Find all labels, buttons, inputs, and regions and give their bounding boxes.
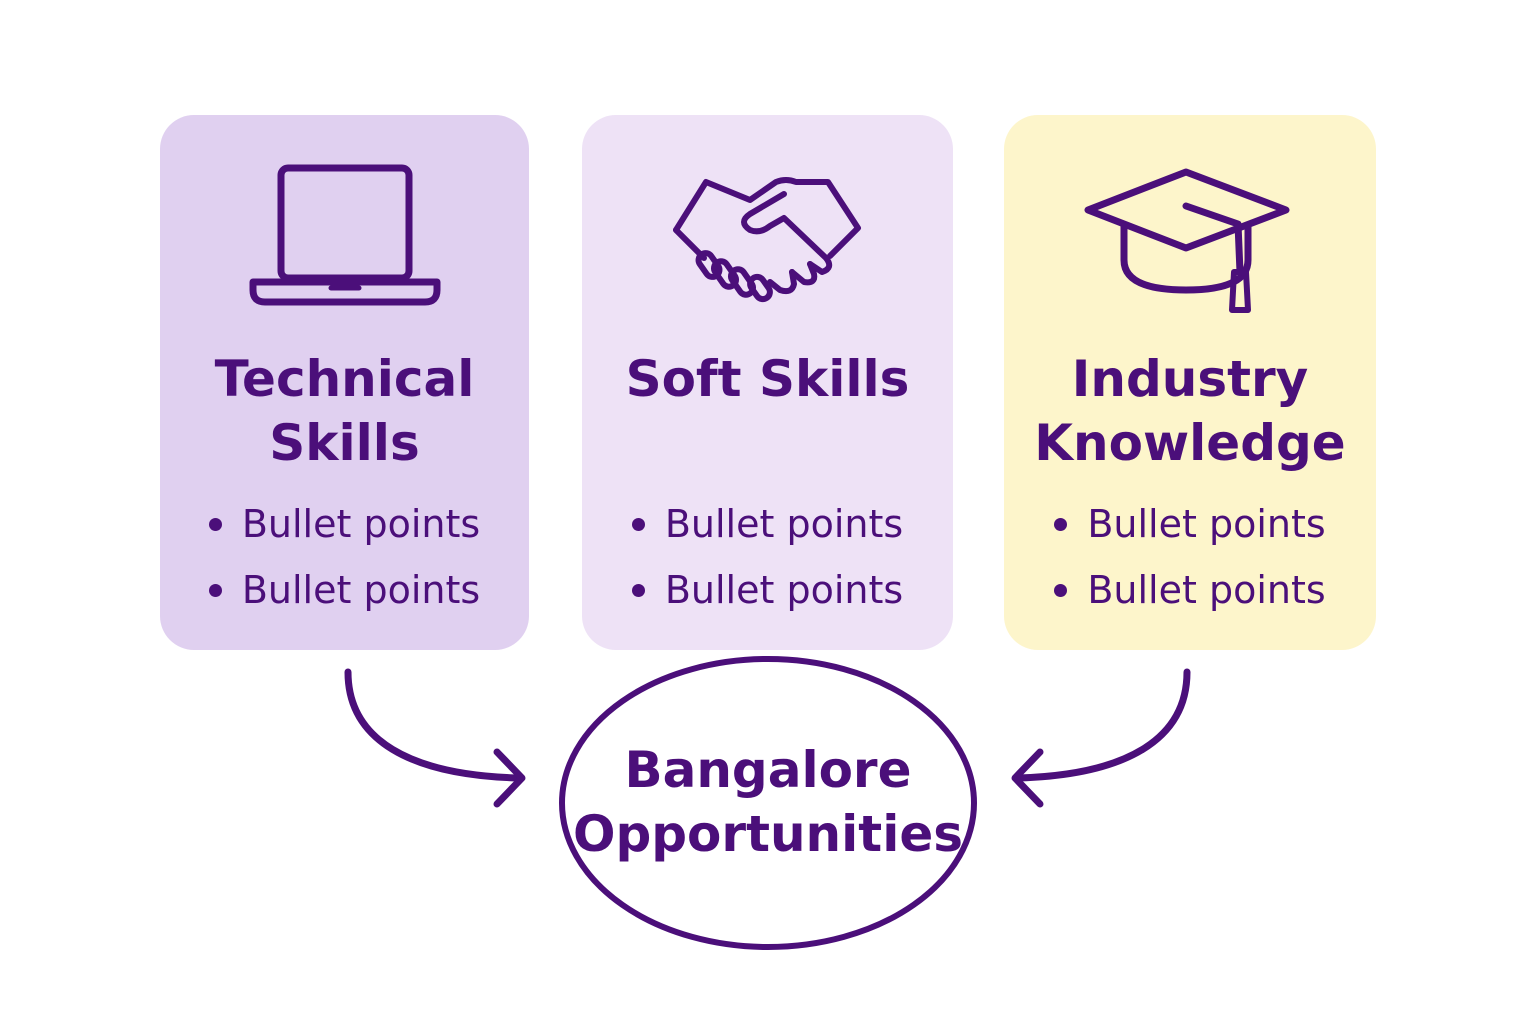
bullet-item: Bullet points [582,557,953,623]
arrowhead-right [1011,748,1044,808]
bullet-item: Bullet points [1004,557,1376,623]
bullet-dot [208,583,222,597]
arrowhead-left [493,748,526,808]
bullet-dot [1054,517,1068,531]
bullet-item: Bullet points [160,557,529,623]
bullet-text: Bullet points [241,502,481,546]
bullet-dot [208,517,222,531]
bullet-text: Bullet points [1087,568,1326,612]
card-title: Soft Skills [625,350,910,408]
arrow-industry-to-target [1014,668,1191,782]
bullet-list: Bullet points Bullet points [582,491,953,623]
laptop-icon [235,160,455,320]
card-title: Industry Knowledge [1034,350,1346,472]
graduation-cap-icon [1080,160,1300,320]
bullet-text: Bullet points [241,568,481,612]
bullet-dot [631,517,645,531]
bullet-text: Bullet points [1087,502,1326,546]
card-soft-skills: Soft Skills Bullet points Bullet points [582,115,953,650]
card-technical-skills: Technical Skills Bullet points Bullet po… [160,115,529,650]
target-ellipse [559,656,977,950]
bullet-dot [631,583,645,597]
handshake-icon [658,160,878,320]
bullet-dot [1054,583,1068,597]
bullet-item: Bullet points [160,491,529,557]
bullet-text: Bullet points [664,502,904,546]
bullet-item: Bullet points [1004,491,1376,557]
card-title: Technical Skills [214,350,475,472]
bullet-list: Bullet points Bullet points [1004,491,1376,623]
arrow-technical-to-target [344,668,522,782]
bullet-item: Bullet points [582,491,953,557]
target-label: Bangalore Opportunities [572,741,964,863]
card-industry-knowledge: Industry Knowledge Bullet points Bullet … [1004,115,1376,650]
bullet-list: Bullet points Bullet points [160,491,529,623]
bullet-text: Bullet points [664,568,904,612]
